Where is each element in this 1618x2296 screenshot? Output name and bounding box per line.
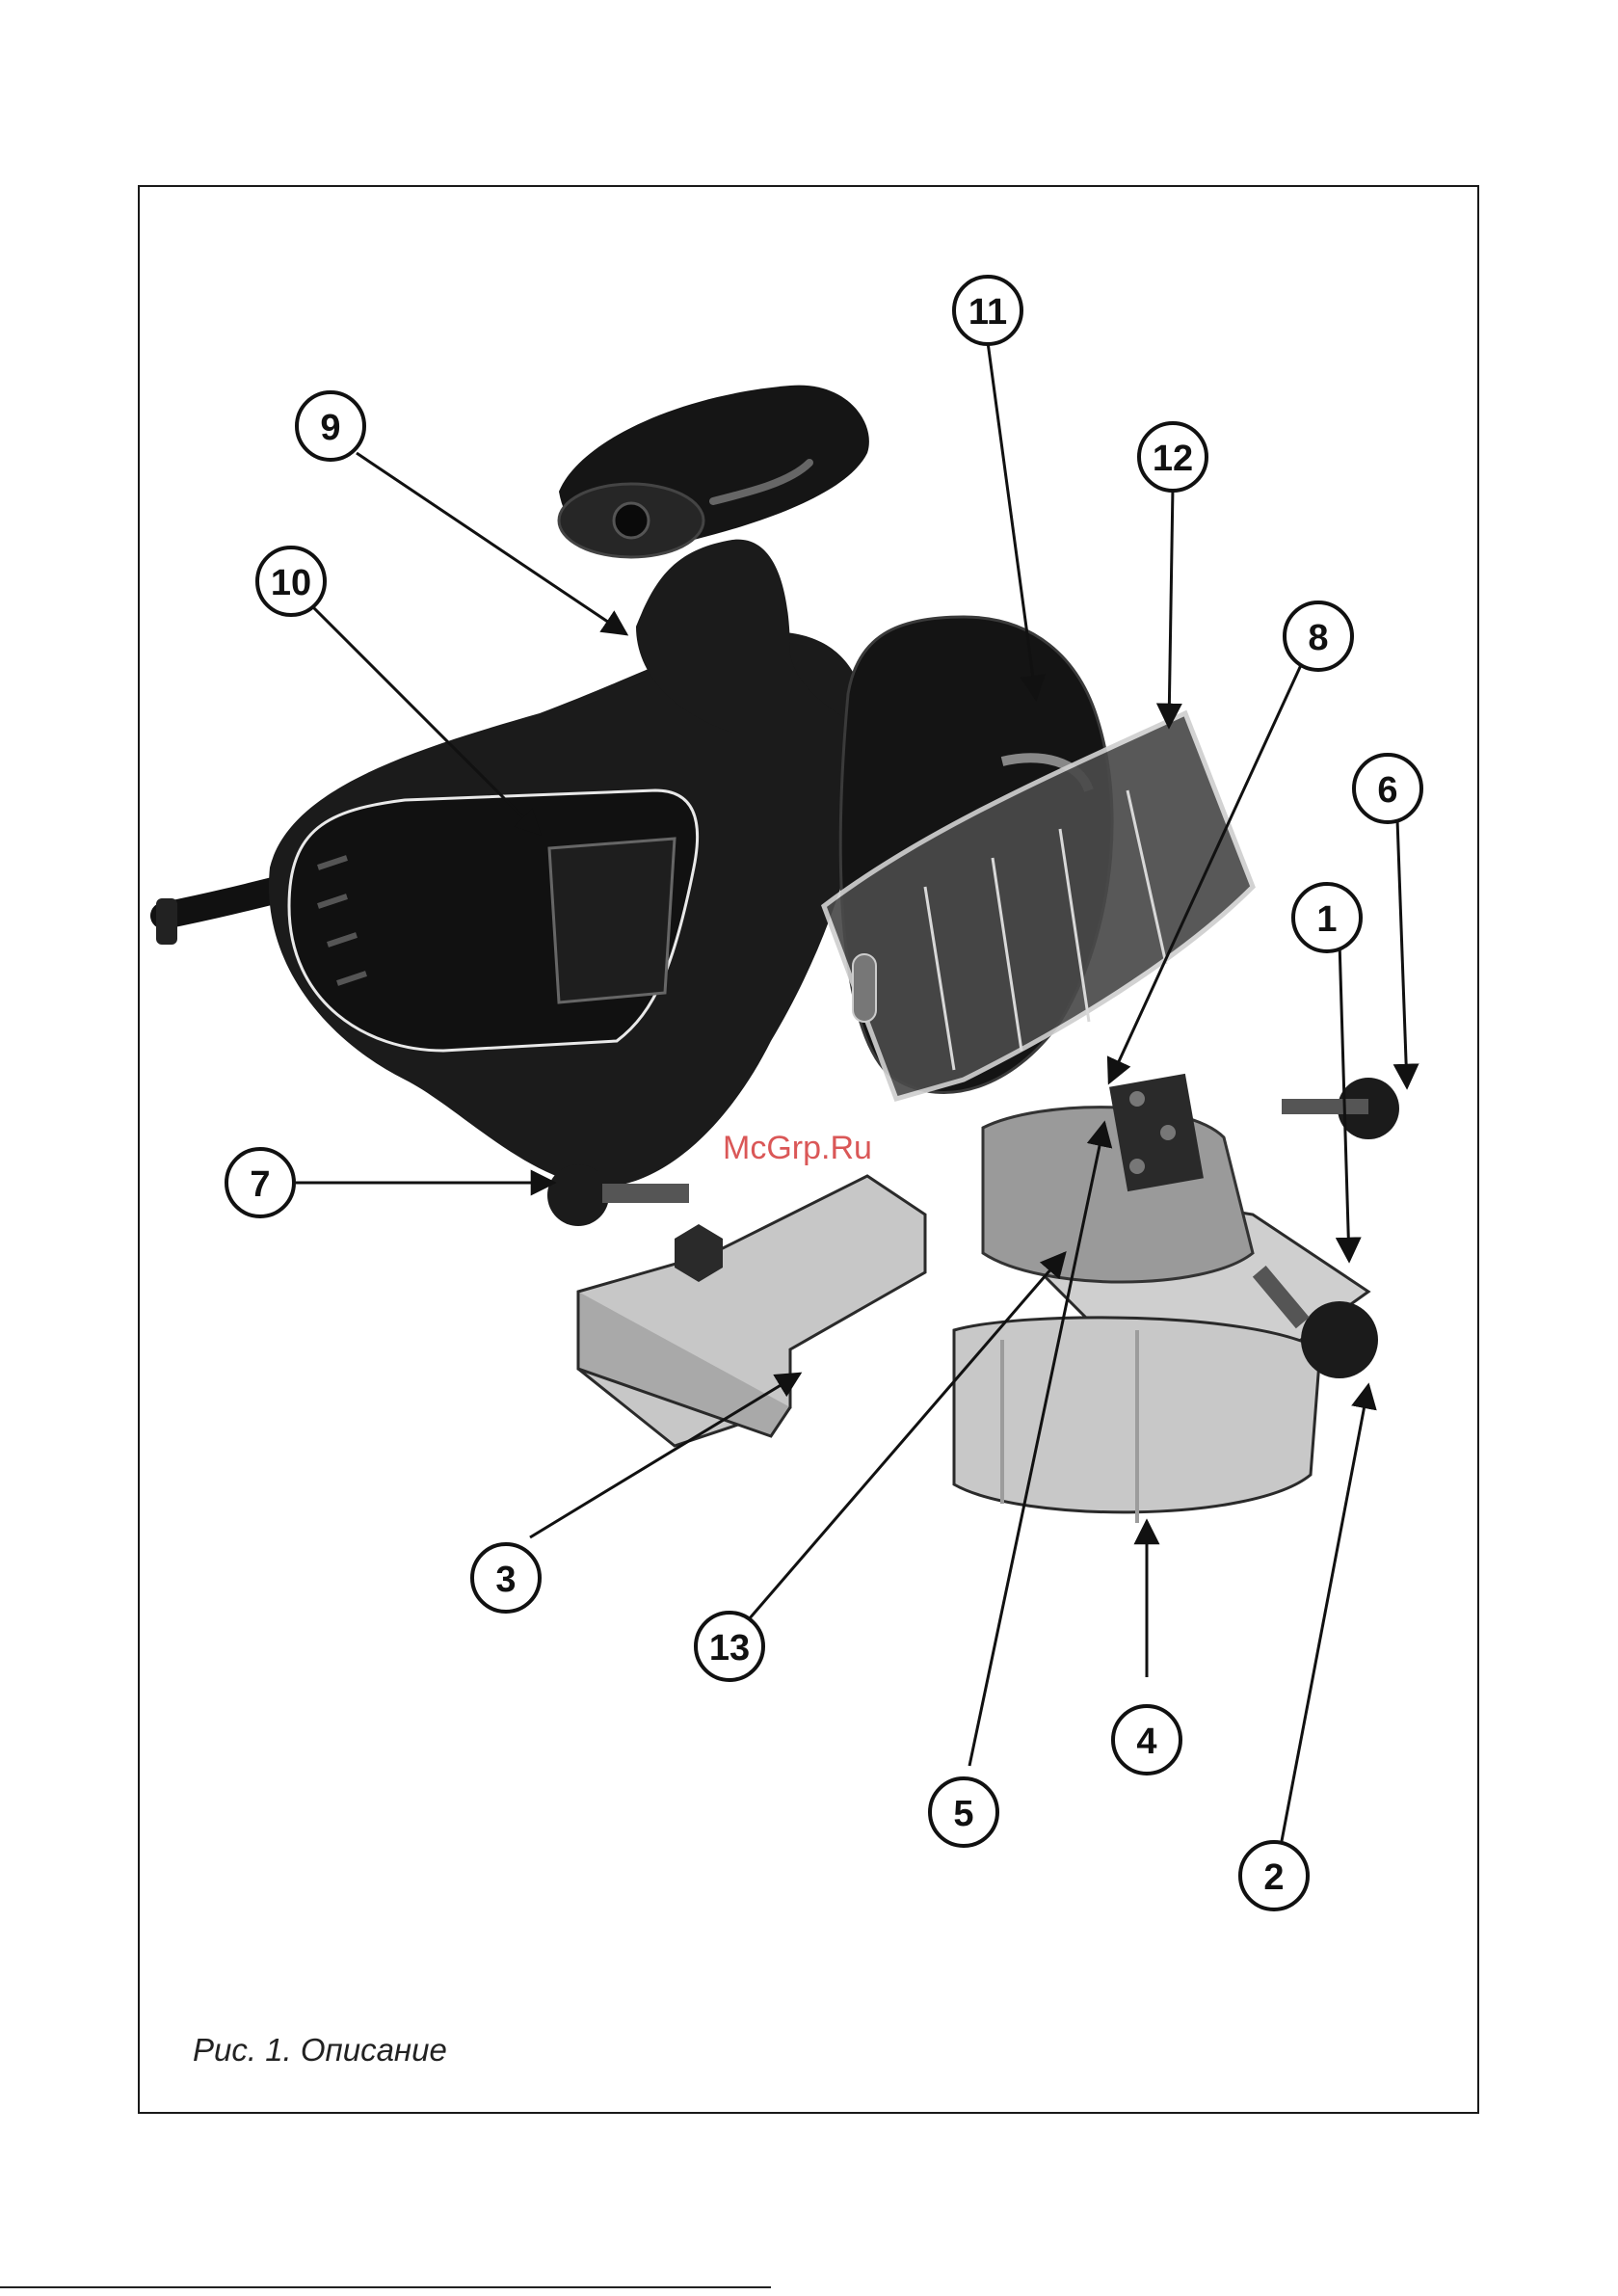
callout-12-label: 12 xyxy=(1153,439,1193,479)
callout-6: 6 xyxy=(1354,755,1421,822)
callout-8-label: 8 xyxy=(1308,618,1328,658)
callout-7: 7 xyxy=(226,1149,294,1216)
callout-12: 12 xyxy=(1139,423,1207,491)
callout-3-label: 3 xyxy=(495,1560,516,1600)
callout-3: 3 xyxy=(472,1544,540,1612)
callout-10: 10 xyxy=(257,547,325,615)
callout-9: 9 xyxy=(297,392,364,460)
callout-13-label: 13 xyxy=(709,1628,750,1669)
callout-1: 1 xyxy=(1293,884,1361,951)
callout-4-label: 4 xyxy=(1136,1722,1156,1762)
figure-caption: Рис. 1. Описание xyxy=(193,2032,447,2069)
motor-housing xyxy=(269,540,867,1187)
callout-5-label: 5 xyxy=(953,1794,973,1834)
knob-6 xyxy=(1282,1078,1399,1139)
callout-8: 8 xyxy=(1285,602,1352,670)
callout-5: 5 xyxy=(930,1778,997,1846)
callout-2-label: 2 xyxy=(1263,1857,1284,1898)
callout-11: 11 xyxy=(954,277,1021,344)
top-handle xyxy=(559,386,869,557)
callout-11-label: 11 xyxy=(968,292,1007,333)
callout-10-label: 10 xyxy=(271,563,311,603)
callout-7-label: 7 xyxy=(250,1164,270,1205)
callout-4: 4 xyxy=(1113,1706,1180,1774)
callout-9-label: 9 xyxy=(320,408,340,448)
callout-2: 2 xyxy=(1240,1842,1308,1909)
watermark-text: McGrp.Ru xyxy=(723,1130,872,1167)
callout-1-label: 1 xyxy=(1316,899,1337,940)
footer-rule xyxy=(0,2286,771,2288)
power-cord xyxy=(156,887,289,945)
callout-13: 13 xyxy=(696,1613,763,1680)
callout-6-label: 6 xyxy=(1377,770,1397,811)
